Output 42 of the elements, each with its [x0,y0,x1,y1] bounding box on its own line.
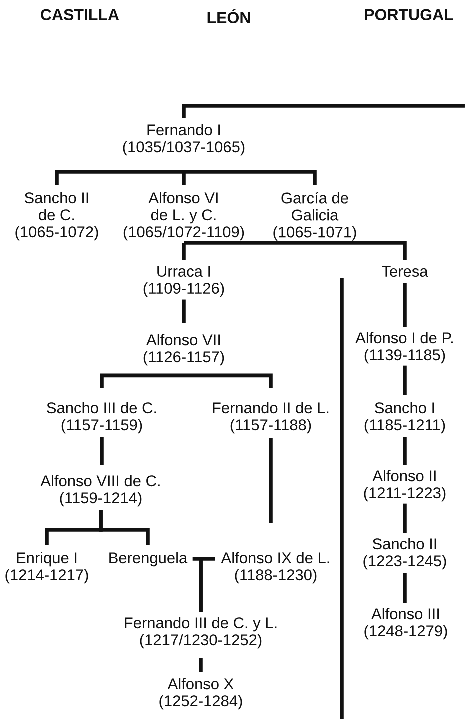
ruler-label: Enrique I (1214-1217) [6,552,88,584]
lineage-line [199,658,203,672]
ruler-label: Alfonso VI de L. y C. (1065/1072-1109) [124,192,244,241]
lineage-line [184,241,407,260]
column-heading: LEÓN [208,9,250,24]
ruler-label: Alfonso VIII de C. (1159-1214) [40,475,160,507]
lineage-line [100,437,104,465]
ruler-label: Sancho II (1223-1245) [364,538,446,570]
ruler-label: Teresa [382,266,428,278]
lineage-line [184,170,317,185]
ruler-label: Alfonso III (1248-1279) [364,608,448,640]
ruler-label: Sancho I (1185-1211) [364,402,446,434]
lineage-line [403,504,407,533]
column-heading: CASTILLA [41,9,120,21]
ruler-label: Alfonso II (1211-1223) [364,470,446,502]
lineage-line [182,300,186,323]
lineage-line [403,437,407,465]
ruler-label: Fernando II de L. (1157-1188) [213,402,329,434]
ruler-label: Urraca I (1109-1126) [144,266,224,298]
lineage-line [100,374,184,388]
lineage-line [184,374,273,388]
ruler-label: Sancho III de C. (1157-1159) [47,402,156,434]
ruler-label: Fernando III de C. y L. (1217/1230-1252) [125,617,277,649]
ruler-label: Fernando I (1035/1037-1065) [123,124,245,156]
lineage-line [403,366,407,395]
ruler-label: Alfonso X (1252-1284) [160,678,242,710]
ruler-label: Alfonso VII (1126-1157) [144,334,224,366]
lineage-line [199,557,216,612]
ruler-label: García de Galicia (1065-1071) [274,192,356,241]
lineage-line [403,573,407,603]
lineage-line [182,243,186,260]
ruler-label: Sancho II de C. (1065-1072) [16,192,98,241]
column-heading: PORTUGAL [365,9,454,21]
lineage-line [269,438,273,523]
ruler-label: Alfonso I de P. (1139-1185) [356,332,453,364]
lineage-line [182,172,186,185]
lineage-line [55,170,184,185]
lineage-line [403,283,407,327]
lineage-line [99,510,150,545]
ruler-label: Alfonso IX de L. (1188-1230) [221,552,330,584]
lineage-line [182,104,465,118]
ruler-label: Berenguela [110,552,188,567]
